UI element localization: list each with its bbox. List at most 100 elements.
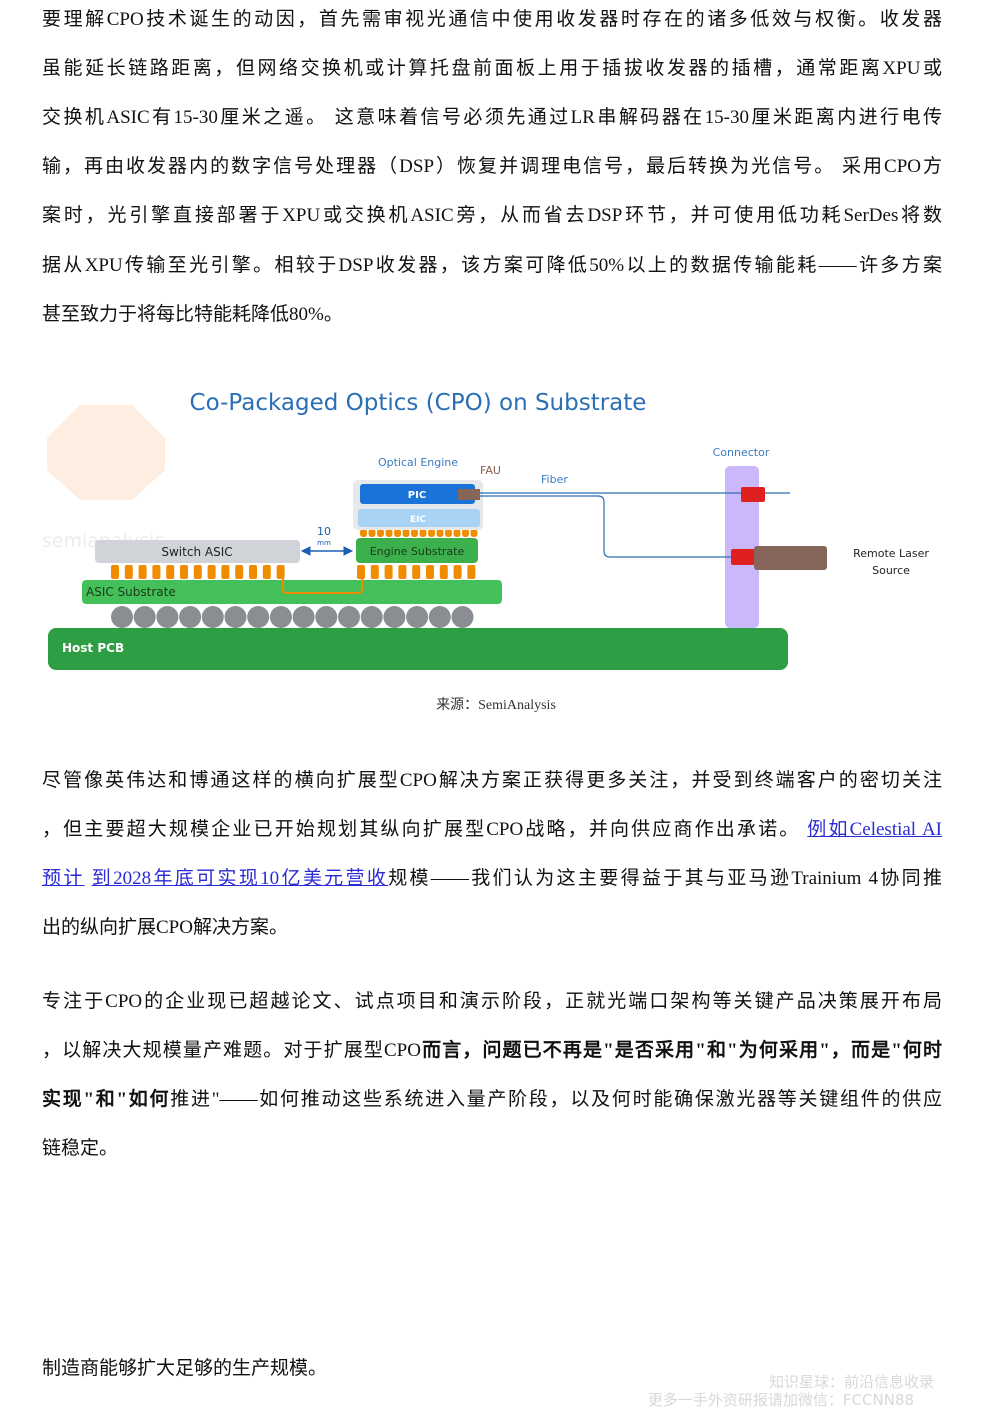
bump: [385, 529, 393, 537]
link[interactable]: 到2028年底可实现10亿美元营收: [91, 868, 389, 889]
switch-asic-label: Switch ASIC: [161, 545, 232, 559]
solder-ball: [224, 606, 247, 628]
link[interactable]: 例如Celestial AI: [807, 819, 942, 840]
bump: [412, 565, 421, 579]
solder-ball: [133, 606, 156, 628]
paragraph-line: 交换机ASIC有15-30厘米之遥。 这意味着信号必须先通过LR串解码器在15-…: [42, 106, 942, 130]
connector: [725, 466, 759, 628]
bump: [428, 529, 435, 537]
fiber-bottom: [480, 495, 735, 558]
text-segment: 交换机ASIC有15-30厘米之遥。 这意味着信号必须先通过LR串解码器在15-…: [42, 107, 942, 128]
text-segment: 出的纵向扩展CPO解决方案。: [42, 917, 288, 938]
eic: [358, 509, 480, 527]
solder-ball: [269, 606, 292, 628]
pic-label: PIC: [408, 490, 426, 501]
text-segment: 案时，光引擎直接部署于XPU或交换机ASIC旁，从而省去DSP环节，并可使用低功…: [42, 205, 942, 226]
paragraph-line: 甚至致力于将每比特能耗降低80%。: [42, 303, 942, 327]
figure-caption: 来源：SemiAnalysis: [436, 698, 556, 713]
paragraph-line: 制造商能够扩大足够的生产规模。: [42, 1357, 942, 1381]
bump: [467, 565, 476, 579]
text-segment: ，但主要超大规模企业已开始规划其纵向扩展型CPO战略，并向供应商作出承诺。: [42, 819, 808, 840]
text-segment: 虽能延长链路距离，但网络交换机或计算托盘前面板上用于插拔收发器的插槽，通常距离X…: [42, 58, 942, 79]
bump: [419, 529, 427, 537]
paragraph-line: 出的纵向扩展CPO解决方案。: [42, 916, 942, 940]
text-segment: 据从XPU传输至光引擎。相较于DSP收发器，该方案可降低50%以上的数据传输能耗…: [42, 255, 942, 276]
solder-ball: [428, 606, 451, 628]
link[interactable]: 预计: [42, 868, 85, 889]
bump: [111, 565, 119, 579]
solder-ball: [315, 606, 338, 628]
eic-label: EIC: [410, 515, 426, 525]
asic-substrate-label: ASIC Substrate: [86, 585, 176, 599]
solder-ball: [201, 606, 224, 628]
bump: [249, 565, 257, 579]
bump: [402, 529, 410, 537]
pic: [360, 484, 475, 504]
substrate-trace: [282, 576, 363, 594]
paragraph-line: 尽管像英伟达和博通这样的横向扩展型CPO解决方案正获得更多关注，并受到终端客户的…: [42, 769, 942, 793]
text-segment: 链稳定。: [42, 1138, 119, 1159]
bump: [124, 565, 133, 579]
solder-ball: [451, 606, 474, 628]
solder-ball: [111, 606, 133, 628]
text-segment: 推进"——如何推动这些系统进入量产阶段，以及何时能确保激光器等关键组件的供应: [170, 1089, 942, 1110]
bump: [453, 565, 462, 579]
bump: [426, 565, 434, 579]
text-segment: 专注于CPO的企业现已超越论文、试点项目和演示阶段，正就光端口架构等关键产品决策…: [42, 991, 942, 1012]
solder-ball: [406, 606, 429, 628]
fiber-label: Fiber: [541, 473, 568, 486]
bump: [453, 529, 461, 537]
paragraph-line: 虽能延长链路距离，但网络交换机或计算托盘前面板上用于插拔收发器的插槽，通常距离X…: [42, 57, 942, 81]
bump: [193, 565, 202, 579]
text-segment: 要理解CPO技术诞生的动因，首先需审视光通信中使用收发器时存在的诸多低效与权衡。…: [42, 9, 942, 30]
host-pcb: [48, 628, 788, 670]
bump: [360, 529, 367, 537]
bump: [368, 529, 376, 537]
bump: [439, 565, 448, 579]
solder-ball: [156, 606, 179, 628]
text-segment: 规模——我们认为这主要得益于其与亚马逊Trainium 4协同推: [388, 868, 942, 889]
connector-port-bottom: [731, 549, 755, 565]
bump: [166, 565, 175, 579]
paragraph-line: ，以解决大规模量产难题。对于扩展型CPO而言，问题已不再是"是否采用"和"为何采…: [42, 1039, 942, 1063]
connector-port-top: [741, 487, 765, 502]
text-segment: 甚至致力于将每比特能耗降低80%。: [42, 304, 343, 325]
connector-label: Connector: [713, 446, 770, 459]
solder-ball: [179, 606, 202, 628]
bump: [357, 565, 365, 579]
solder-ball: [360, 606, 383, 628]
paragraph-line: 专注于CPO的企业现已超越论文、试点项目和演示阶段，正就光端口架构等关键产品决策…: [42, 990, 942, 1014]
text-segment: 尽管像英伟达和博通这样的横向扩展型CPO解决方案正获得更多关注，并受到终端客户的…: [42, 770, 942, 791]
figure-title: Co-Packaged Optics (CPO) on Substrate: [190, 390, 647, 416]
fau: [458, 489, 480, 500]
paragraph-line: 据从XPU传输至光引擎。相较于DSP收发器，该方案可降低50%以上的数据传输能耗…: [42, 254, 942, 278]
bump: [470, 529, 478, 537]
bump: [445, 529, 452, 537]
text-segment: 制造商能够扩大足够的生产规模。: [42, 1358, 328, 1379]
solder-ball: [292, 606, 315, 628]
engine-substrate: [356, 538, 478, 563]
optical-engine-label: Optical Engine: [378, 456, 458, 469]
bump: [276, 565, 285, 579]
solder-ball: [247, 606, 270, 628]
bump: [394, 529, 401, 537]
solder-balls: [111, 606, 474, 628]
bump: [262, 565, 271, 579]
distance-value: 10: [317, 525, 331, 538]
bump: [221, 565, 230, 579]
text-segment: ，以解决大规模量产难题。对于扩展型CPO: [42, 1040, 421, 1061]
paragraph-line: 实现"和"如何推进"——如何推动这些系统进入量产阶段，以及何时能确保激光器等关键…: [42, 1088, 942, 1112]
distance-unit: mm: [317, 539, 331, 547]
solder-ball: [338, 606, 360, 628]
semianalysis-logo: semianalysis: [42, 405, 165, 552]
bump: [377, 529, 384, 537]
bold-text: 实现"和"如何: [42, 1089, 171, 1110]
bump: [138, 565, 147, 579]
bump: [180, 565, 188, 579]
bump: [398, 565, 407, 579]
paragraph-line: 案时，光引擎直接部署于XPU或交换机ASIC旁，从而省去DSP环节，并可使用低功…: [42, 204, 942, 228]
bump: [370, 565, 379, 579]
watermark-line-1: 知识星球：前沿信息收录: [768, 1373, 934, 1391]
text-segment: [85, 868, 92, 889]
host-pcb-label: Host PCB: [62, 641, 124, 655]
